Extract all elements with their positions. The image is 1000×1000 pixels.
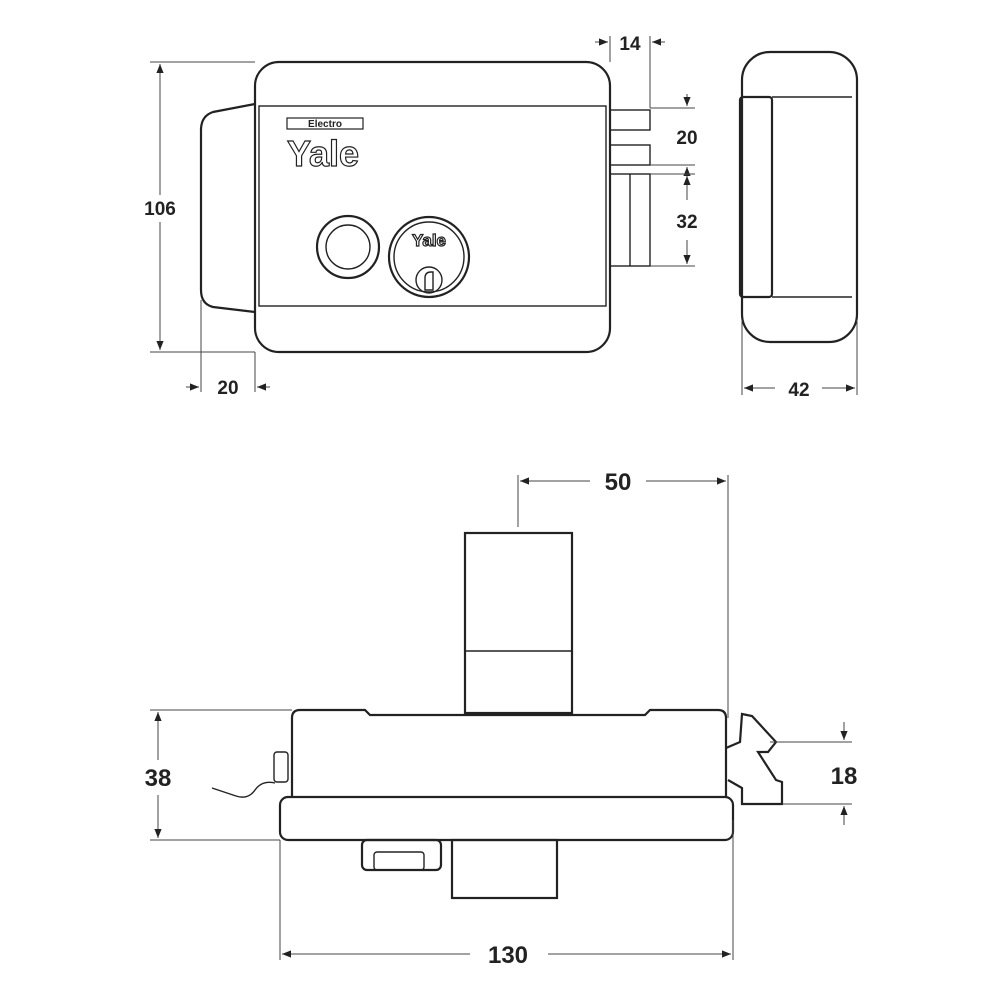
dim-label-latch: 18 <box>831 763 858 790</box>
key-cylinder-inner <box>393 221 465 293</box>
dim-label-total-length: 130 <box>488 942 528 969</box>
dim-label-side-width: 42 <box>788 380 809 401</box>
front-left-handle <box>199 102 256 314</box>
top-view: 50 38 18 130 <box>145 469 858 969</box>
push-button-ring <box>315 214 381 280</box>
dim-label-lower-bolt: 32 <box>676 212 697 233</box>
top-bolt-column <box>463 531 574 715</box>
top-base-plate <box>278 795 735 842</box>
dim-label-bolt-offset: 14 <box>619 34 641 55</box>
push-button-center <box>325 224 371 270</box>
bottom-bolt-housing <box>450 838 559 900</box>
key-cylinder-ring <box>387 215 471 299</box>
top-upper-body <box>290 708 728 797</box>
keyhole-icon <box>415 266 443 294</box>
keyway-icon <box>424 271 434 291</box>
front-cover-plate <box>258 105 607 307</box>
front-upper-bolt-b <box>609 144 651 166</box>
brand-sub-label: Electro <box>308 119 342 130</box>
dim-label-upper-bolt: 20 <box>676 128 697 149</box>
wire-terminal <box>273 751 289 783</box>
side-view: 42 <box>738 50 859 401</box>
dim-label-body-height: 38 <box>145 765 172 792</box>
dim-label-bolt-length: 50 <box>605 469 632 496</box>
side-cover-edge <box>738 95 774 299</box>
front-view: Electro Yale Yale 106 20 14 20 <box>144 34 697 399</box>
cylinder-tab-inner <box>373 851 425 871</box>
brand-main-label: Yale <box>287 133 359 174</box>
cylinder-brand-label: Yale <box>412 231 446 250</box>
front-upper-bolt-a <box>609 109 651 131</box>
dim-label-height: 106 <box>144 199 176 220</box>
dim-label-depth: 20 <box>217 378 238 399</box>
brand-sub-frame <box>286 117 364 130</box>
top-latch <box>725 712 784 806</box>
side-lock-body <box>740 50 859 344</box>
wire <box>211 781 276 798</box>
